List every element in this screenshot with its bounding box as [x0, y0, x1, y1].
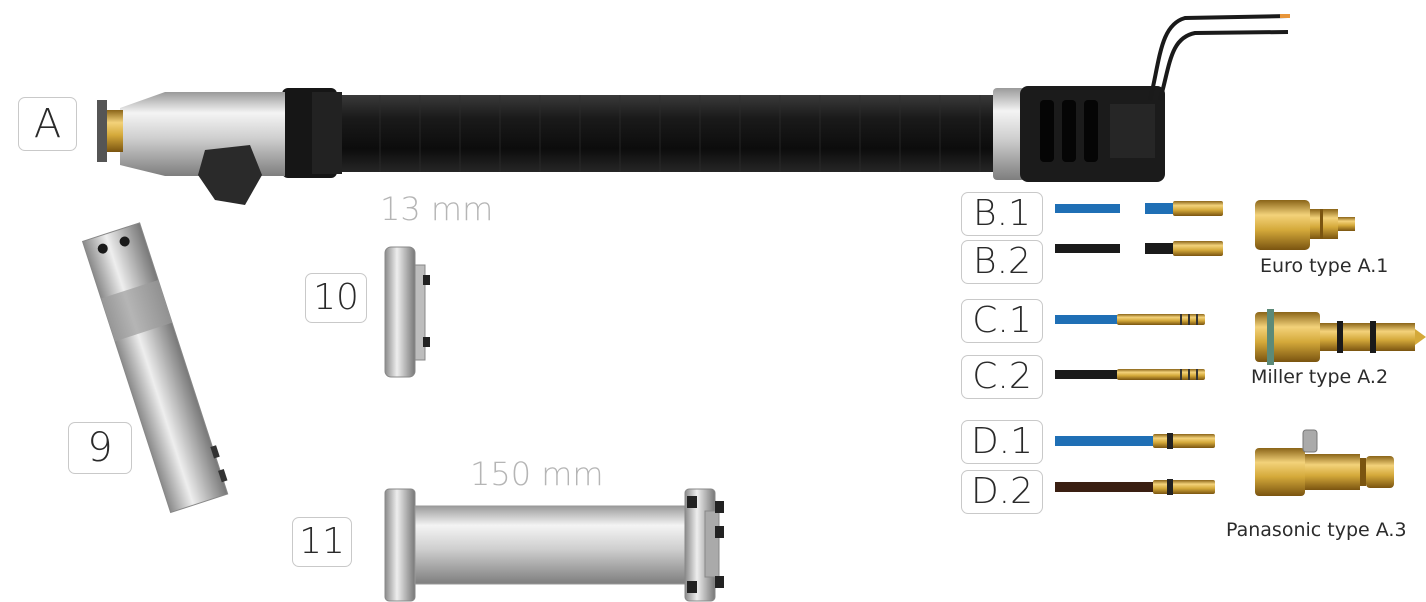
panasonic-type-caption: Panasonic type A.3 — [1226, 519, 1407, 541]
miller-type-caption: Miller type A.2 — [1251, 366, 1389, 388]
label-10-text: 10 — [313, 277, 359, 318]
label-d1: D.1 — [961, 420, 1043, 464]
label-b2-text: B.2 — [973, 241, 1031, 282]
euro-type-caption: Euro type A.1 — [1260, 255, 1389, 277]
cable-d1 — [1055, 433, 1215, 449]
panasonic-connector — [1255, 429, 1394, 496]
label-d2: D.2 — [961, 470, 1043, 514]
label-9: 9 — [68, 422, 132, 474]
part-9-bracket — [81, 222, 229, 514]
cable-c2 — [1055, 369, 1205, 380]
label-c2-text: C.2 — [972, 356, 1032, 397]
part-10-flange — [384, 246, 430, 378]
label-a-text: A — [33, 101, 62, 147]
brass-nozzle — [103, 110, 123, 152]
label-b1: B.1 — [961, 192, 1043, 236]
part11-dimension: 150 mm — [470, 455, 604, 493]
label-b1-text: B.1 — [973, 193, 1031, 234]
label-c1: C.1 — [961, 299, 1043, 343]
control-wire — [1148, 14, 1289, 101]
label-c1-text: C.1 — [972, 300, 1032, 341]
part-11-extension — [384, 488, 724, 602]
hose — [330, 95, 1000, 172]
miller-connector — [1255, 309, 1426, 365]
part10-dimension: 13 mm — [380, 190, 494, 228]
cable-d2 — [1055, 479, 1215, 495]
label-d1-text: D.1 — [970, 421, 1034, 462]
label-a: A — [18, 97, 77, 151]
cable-b2 — [1055, 241, 1223, 256]
label-b2: B.2 — [961, 240, 1043, 284]
cable-c1 — [1055, 314, 1205, 325]
label-d2-text: D.2 — [970, 471, 1034, 512]
label-10: 10 — [305, 273, 367, 323]
cable-b1 — [1055, 201, 1223, 216]
label-11: 11 — [292, 517, 352, 567]
label-11-text: 11 — [299, 521, 345, 562]
label-c2: C.2 — [961, 355, 1043, 399]
trigger — [198, 145, 262, 205]
euro-connector — [1255, 200, 1355, 250]
label-9-text: 9 — [87, 425, 113, 471]
